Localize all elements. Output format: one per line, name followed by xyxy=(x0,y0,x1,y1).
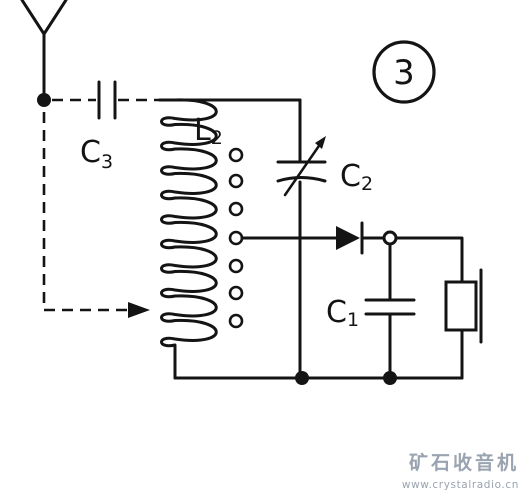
coil-tap-terminal xyxy=(228,230,244,246)
headphone-top-wire xyxy=(394,236,464,284)
coil-tap-terminal xyxy=(228,147,244,163)
antenna xyxy=(20,0,68,102)
dashed-tap-lead xyxy=(42,112,128,312)
figure-number: 3 xyxy=(393,53,415,93)
bottom-junction-dot-right xyxy=(383,371,397,385)
headphone-earpiece xyxy=(444,268,483,344)
coil-tap-terminal xyxy=(228,201,244,217)
watermark-url: www.crystalradio.cn xyxy=(402,479,519,491)
coil-taps xyxy=(228,147,244,329)
figure-number-badge: 3 xyxy=(372,40,436,104)
bottom-junction-dot-left xyxy=(295,371,309,385)
coil-tap-terminal xyxy=(228,313,244,329)
antenna-junction-dot xyxy=(37,93,51,107)
watermark-title: 矿石收音机 xyxy=(409,451,519,474)
coil-tap-terminal xyxy=(228,173,244,189)
diode xyxy=(336,221,364,255)
label-c3: C3 xyxy=(80,135,113,173)
label-l2: L2 xyxy=(194,113,223,149)
coil-tap-terminal xyxy=(228,258,244,274)
capacitor-c3 xyxy=(97,80,117,120)
label-c2: C2 xyxy=(340,159,373,195)
coil-l2 xyxy=(158,98,218,380)
capacitor-c1 xyxy=(364,298,416,316)
coil-tap-terminal xyxy=(228,285,244,301)
label-c1: C1 xyxy=(326,295,359,331)
watermark: 矿石收音机 www.crystalradio.cn xyxy=(402,451,519,491)
variable-capacitor-c2 xyxy=(276,136,327,197)
tap-arrow-head xyxy=(128,302,150,318)
diode-output-node xyxy=(382,230,398,246)
